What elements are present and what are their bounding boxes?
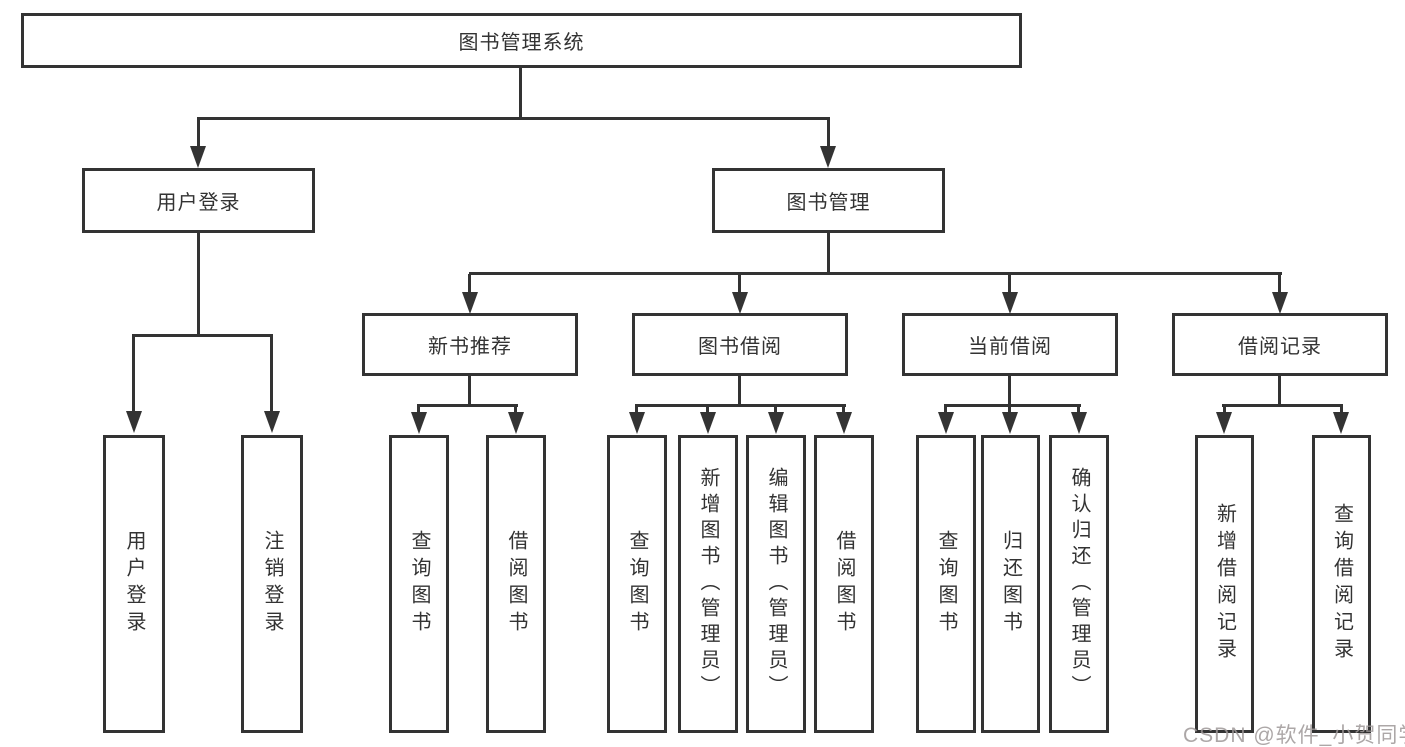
arrowhead xyxy=(411,412,427,434)
leaf-logout: 注销登录 xyxy=(241,435,303,733)
leaf-borrow-borrow-books: 借阅图书 xyxy=(814,435,874,733)
arrowhead xyxy=(264,411,280,433)
leaf-borrow-borrow-books-label: 借阅图书 xyxy=(833,530,855,638)
leaf-records-query-record-label: 查询借阅记录 xyxy=(1330,503,1353,665)
leaf-user-login-label: 用户登录 xyxy=(123,530,145,638)
arrowhead xyxy=(938,412,954,434)
leaf-borrow-add-books-admin-label: 新增图书（管理员） xyxy=(697,467,719,701)
node-user-login: 用户登录 xyxy=(82,168,315,233)
node-borrow-records: 借阅记录 xyxy=(1172,313,1388,376)
leaf-current-return-books: 归还图书 xyxy=(981,435,1040,733)
arrowhead xyxy=(1002,412,1018,434)
node-new-book-recommend-label: 新书推荐 xyxy=(428,336,512,358)
arrowhead xyxy=(629,412,645,434)
node-new-book-recommend: 新书推荐 xyxy=(362,313,578,376)
arrowhead xyxy=(1071,412,1087,434)
leaf-borrow-query-books: 查询图书 xyxy=(607,435,667,733)
node-book-management: 图书管理 xyxy=(712,168,945,233)
leaf-recommend-query-books: 查询图书 xyxy=(389,435,449,733)
node-book-management-label: 图书管理 xyxy=(786,192,871,214)
node-book-borrow: 图书借阅 xyxy=(632,313,848,376)
leaf-current-query-books: 查询图书 xyxy=(916,435,976,733)
node-root-label: 图书管理系统 xyxy=(458,32,585,54)
node-current-borrow-label: 当前借阅 xyxy=(968,336,1052,358)
arrowhead xyxy=(462,292,478,314)
leaf-borrow-query-books-label: 查询图书 xyxy=(626,530,648,638)
leaf-current-return-books-label: 归还图书 xyxy=(999,530,1022,638)
arrowhead xyxy=(508,412,524,434)
node-book-borrow-label: 图书借阅 xyxy=(698,336,782,358)
leaf-recommend-borrow-books-label: 借阅图书 xyxy=(505,530,527,638)
arrowhead xyxy=(1333,412,1349,434)
arrowhead xyxy=(732,292,748,314)
leaf-records-query-record: 查询借阅记录 xyxy=(1312,435,1371,733)
arrowhead xyxy=(1002,292,1018,314)
node-root: 图书管理系统 xyxy=(21,13,1022,68)
arrowhead xyxy=(700,412,716,434)
leaf-records-add-record: 新增借阅记录 xyxy=(1195,435,1254,733)
leaf-logout-label: 注销登录 xyxy=(261,530,283,638)
arrowhead xyxy=(1272,292,1288,314)
node-user-login-label: 用户登录 xyxy=(156,192,241,214)
leaf-current-query-books-label: 查询图书 xyxy=(935,530,957,638)
arrowhead xyxy=(126,411,142,433)
node-borrow-records-label: 借阅记录 xyxy=(1238,336,1322,358)
arrowhead xyxy=(768,412,784,434)
leaf-borrow-edit-books-admin: 编辑图书（管理员） xyxy=(746,435,806,733)
leaf-borrow-edit-books-admin-label: 编辑图书（管理员） xyxy=(765,467,787,701)
leaf-current-confirm-return-admin-label: 确认归还（管理员） xyxy=(1068,467,1090,701)
arrowhead xyxy=(190,146,206,168)
leaf-user-login: 用户登录 xyxy=(103,435,165,733)
leaf-current-confirm-return-admin: 确认归还（管理员） xyxy=(1049,435,1109,733)
arrowhead xyxy=(836,412,852,434)
arrowhead xyxy=(820,146,836,168)
leaf-borrow-add-books-admin: 新增图书（管理员） xyxy=(678,435,738,733)
node-current-borrow: 当前借阅 xyxy=(902,313,1118,376)
csdn-watermark: CSDN @软件_小贺同学 xyxy=(1183,724,1405,747)
leaf-recommend-borrow-books: 借阅图书 xyxy=(486,435,546,733)
leaf-records-add-record-label: 新增借阅记录 xyxy=(1213,503,1236,665)
leaf-recommend-query-books-label: 查询图书 xyxy=(408,530,430,638)
arrowhead xyxy=(1216,412,1232,434)
